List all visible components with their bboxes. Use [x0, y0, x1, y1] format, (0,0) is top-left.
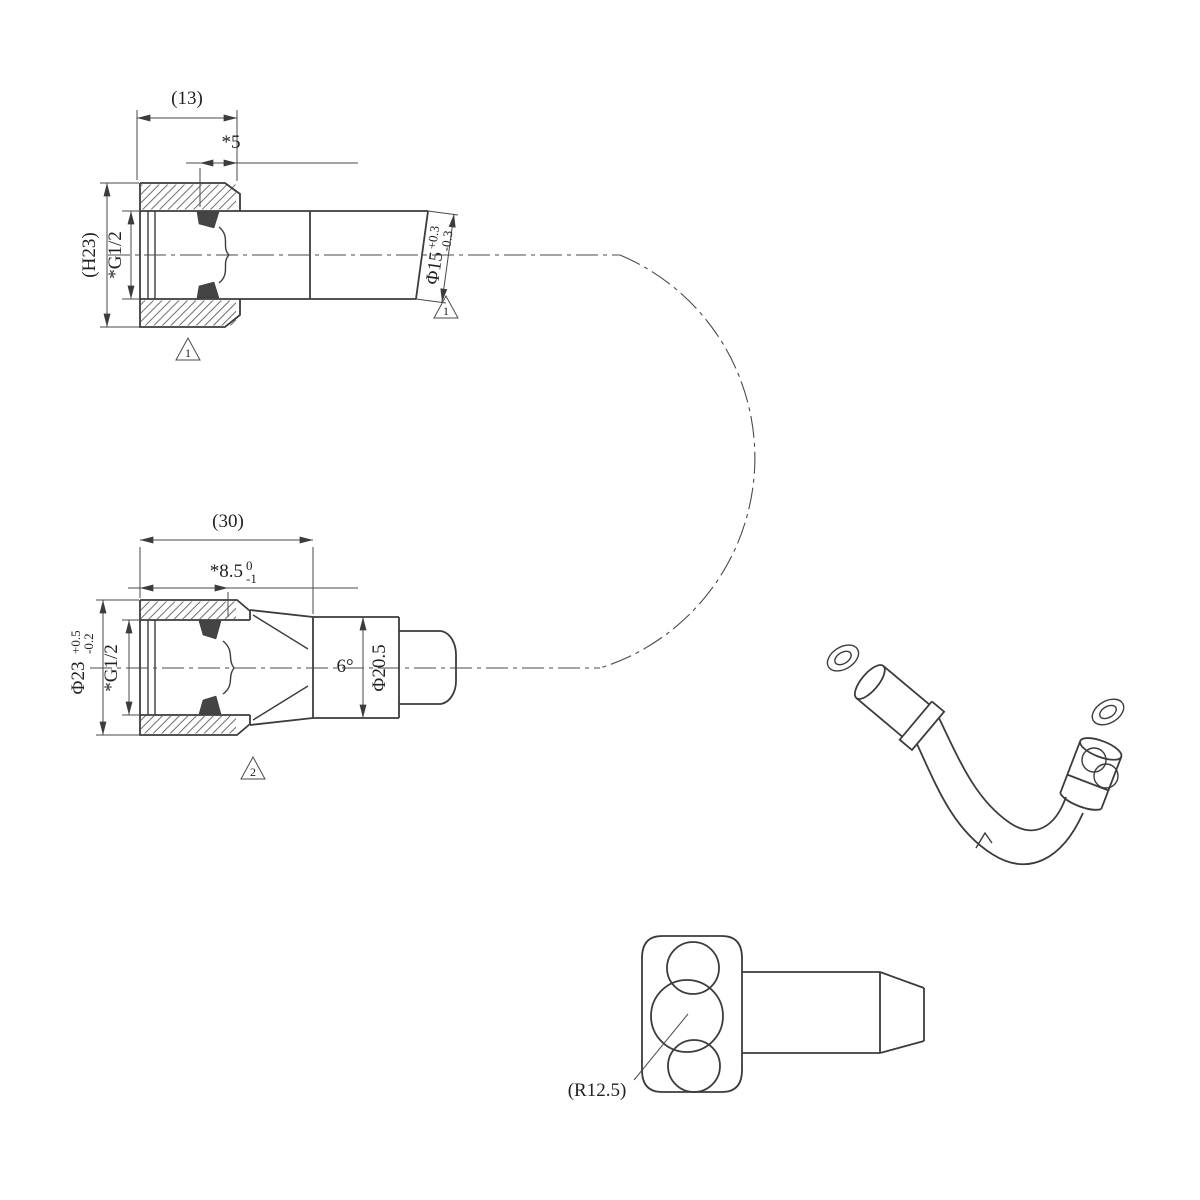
bore-lines [140, 619, 250, 716]
hose-crimp-notch [975, 831, 993, 849]
note-flag-triangle [240, 755, 266, 780]
note-flag-triangle-nut [175, 336, 201, 361]
label-thread-depth-tol-upper: 0 [246, 558, 253, 573]
label-outer-dia-tol-lower: -0.2 [81, 633, 96, 654]
label-cone-angle: 6° [336, 656, 353, 677]
middle-section-view: (30) *8.5 0 -1 Φ23 +0.5 -0.2 *G1/2 Φ20.5… [68, 511, 600, 780]
extension-lines [100, 110, 459, 328]
note-flag-nut: 1 [185, 346, 191, 360]
nut-end-cap [1079, 737, 1123, 761]
fitting-end-cap [853, 664, 886, 700]
hatch-lower-wall [141, 300, 236, 326]
label-tube-dia-tol-upper: +0.3 [424, 225, 442, 250]
hatch-lower-wall [141, 716, 236, 734]
label-outer-dia-group: Φ23 +0.5 -0.2 [68, 630, 96, 694]
label-height-group: (H23) [79, 232, 100, 277]
label-thread-depth: *8.5 [210, 561, 243, 582]
label-thread-depth-tol-lower: -1 [246, 571, 257, 586]
nut-outline [139, 599, 251, 736]
label-width: (30) [212, 511, 244, 532]
o-ring-washer-left [826, 644, 860, 672]
dim-line-tube-dia [440, 213, 456, 303]
label-thread-depth-group: *8.5 0 -1 [210, 558, 257, 586]
elbow-stem-outline [742, 971, 925, 1054]
cone-fitting-3d [853, 664, 946, 752]
centerline-arc [599, 254, 756, 669]
nut-outline [139, 182, 241, 328]
o-ring-washer-right [1091, 698, 1125, 726]
iso-assembly-view [826, 644, 1125, 865]
label-thread-depth: *5 [222, 132, 241, 153]
radius-leader-line [633, 1013, 689, 1081]
o-ring-inner [834, 650, 852, 666]
label-tube-dia-group: Φ15 +0.3 -0.3 [422, 225, 456, 286]
fitting-body-lines [855, 665, 930, 738]
label-width: (13) [171, 88, 203, 109]
label-tube-dia-tol-lower: -0.3 [438, 230, 456, 252]
hose-inner-edge [938, 717, 1067, 832]
seal-section-lower [196, 281, 220, 299]
note-flag-triangle-tube [433, 294, 459, 319]
hatch-upper-wall [141, 601, 236, 619]
label-radius: (R12.5) [568, 1080, 627, 1101]
hatch-upper-wall [141, 184, 236, 210]
cone-internal-lines [252, 614, 309, 721]
label-height: (H23) [79, 232, 100, 277]
note-flag-tube: 1 [443, 304, 449, 318]
nut-flat-circle-1 [1081, 747, 1107, 773]
tube-outline [140, 210, 429, 300]
o-ring-outer [1091, 698, 1125, 726]
seal-section-upper [196, 211, 220, 229]
label-tube-dia: Φ15 [422, 251, 447, 286]
elbow-body-outline [641, 935, 743, 1093]
label-outer-dia-tol-upper: +0.5 [68, 630, 83, 654]
hose-outer-edge [916, 743, 1084, 865]
elbow-fitting-view: (R12.5) [568, 935, 925, 1101]
seal-section-lower [198, 695, 222, 715]
o-ring-outer [826, 644, 860, 672]
port-circle-top [666, 941, 720, 995]
nut-fitting-3d [1059, 737, 1123, 811]
o-ring-inner [1099, 704, 1117, 720]
port-circle-middle [650, 979, 724, 1053]
nut-start-cap [1059, 792, 1102, 811]
port-circle-bottom [667, 1039, 721, 1093]
label-outer-dia: Φ23 [68, 662, 89, 695]
fitting-flange [898, 700, 946, 752]
top-section-view: (13) *5 (H23) *G1/2 Φ15 +0.3 -0.3 1 1 [79, 88, 620, 361]
nut-flat-circle-2 [1093, 763, 1119, 789]
nut-body-lines [1059, 740, 1123, 810]
note-flag: 2 [250, 765, 256, 779]
seal-section-upper [198, 620, 222, 640]
